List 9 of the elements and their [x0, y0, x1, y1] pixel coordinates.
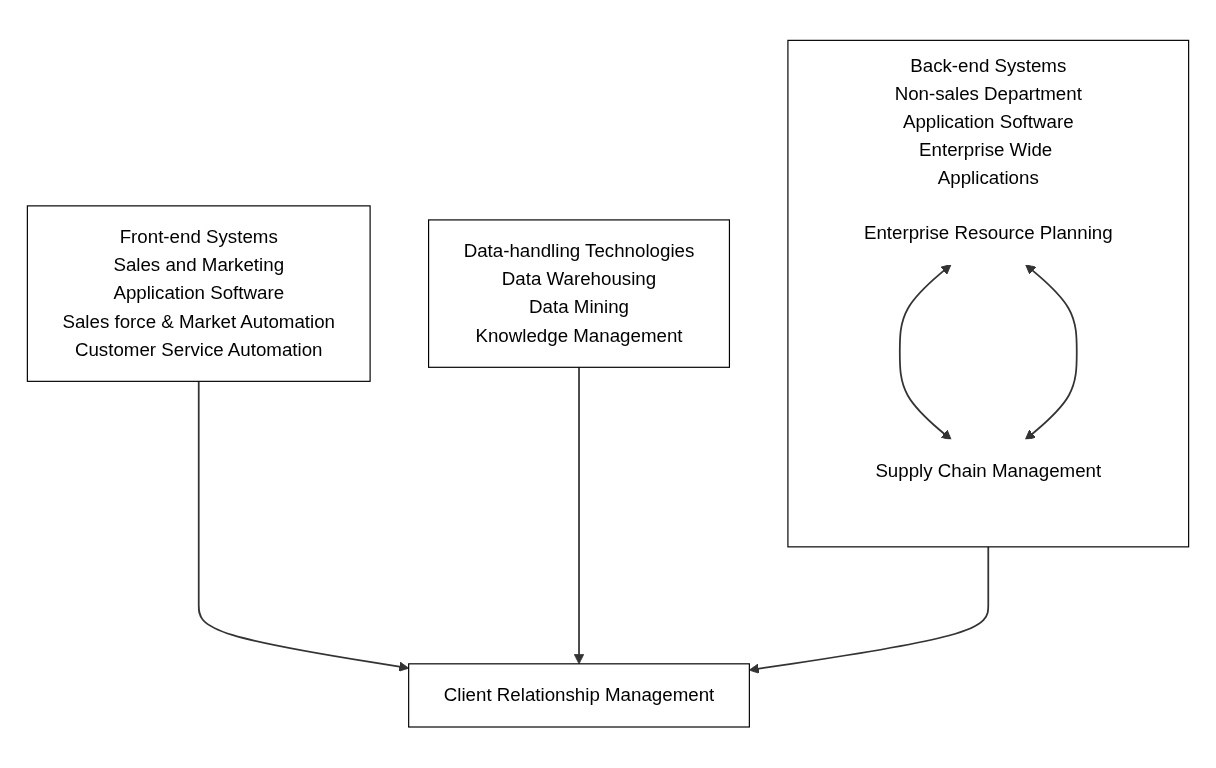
arrow: [898, 264, 952, 441]
node-box: Front-end Systems Sales and Marketing Application Software Sales force & Market Automation Customer Service Automation: [26, 205, 371, 383]
node-text: Enterprise Resource Planning: [863, 222, 1113, 243]
arrow: [748, 546, 990, 675]
node-box: Data-handling Technologies Data Warehousing Data Mining Knowledge Management: [428, 219, 730, 369]
node-box: Client Relationship Management: [408, 663, 750, 728]
arrow: [1024, 264, 1078, 441]
node-text: Supply Chain Management: [875, 461, 1102, 482]
arrow: [573, 366, 585, 665]
